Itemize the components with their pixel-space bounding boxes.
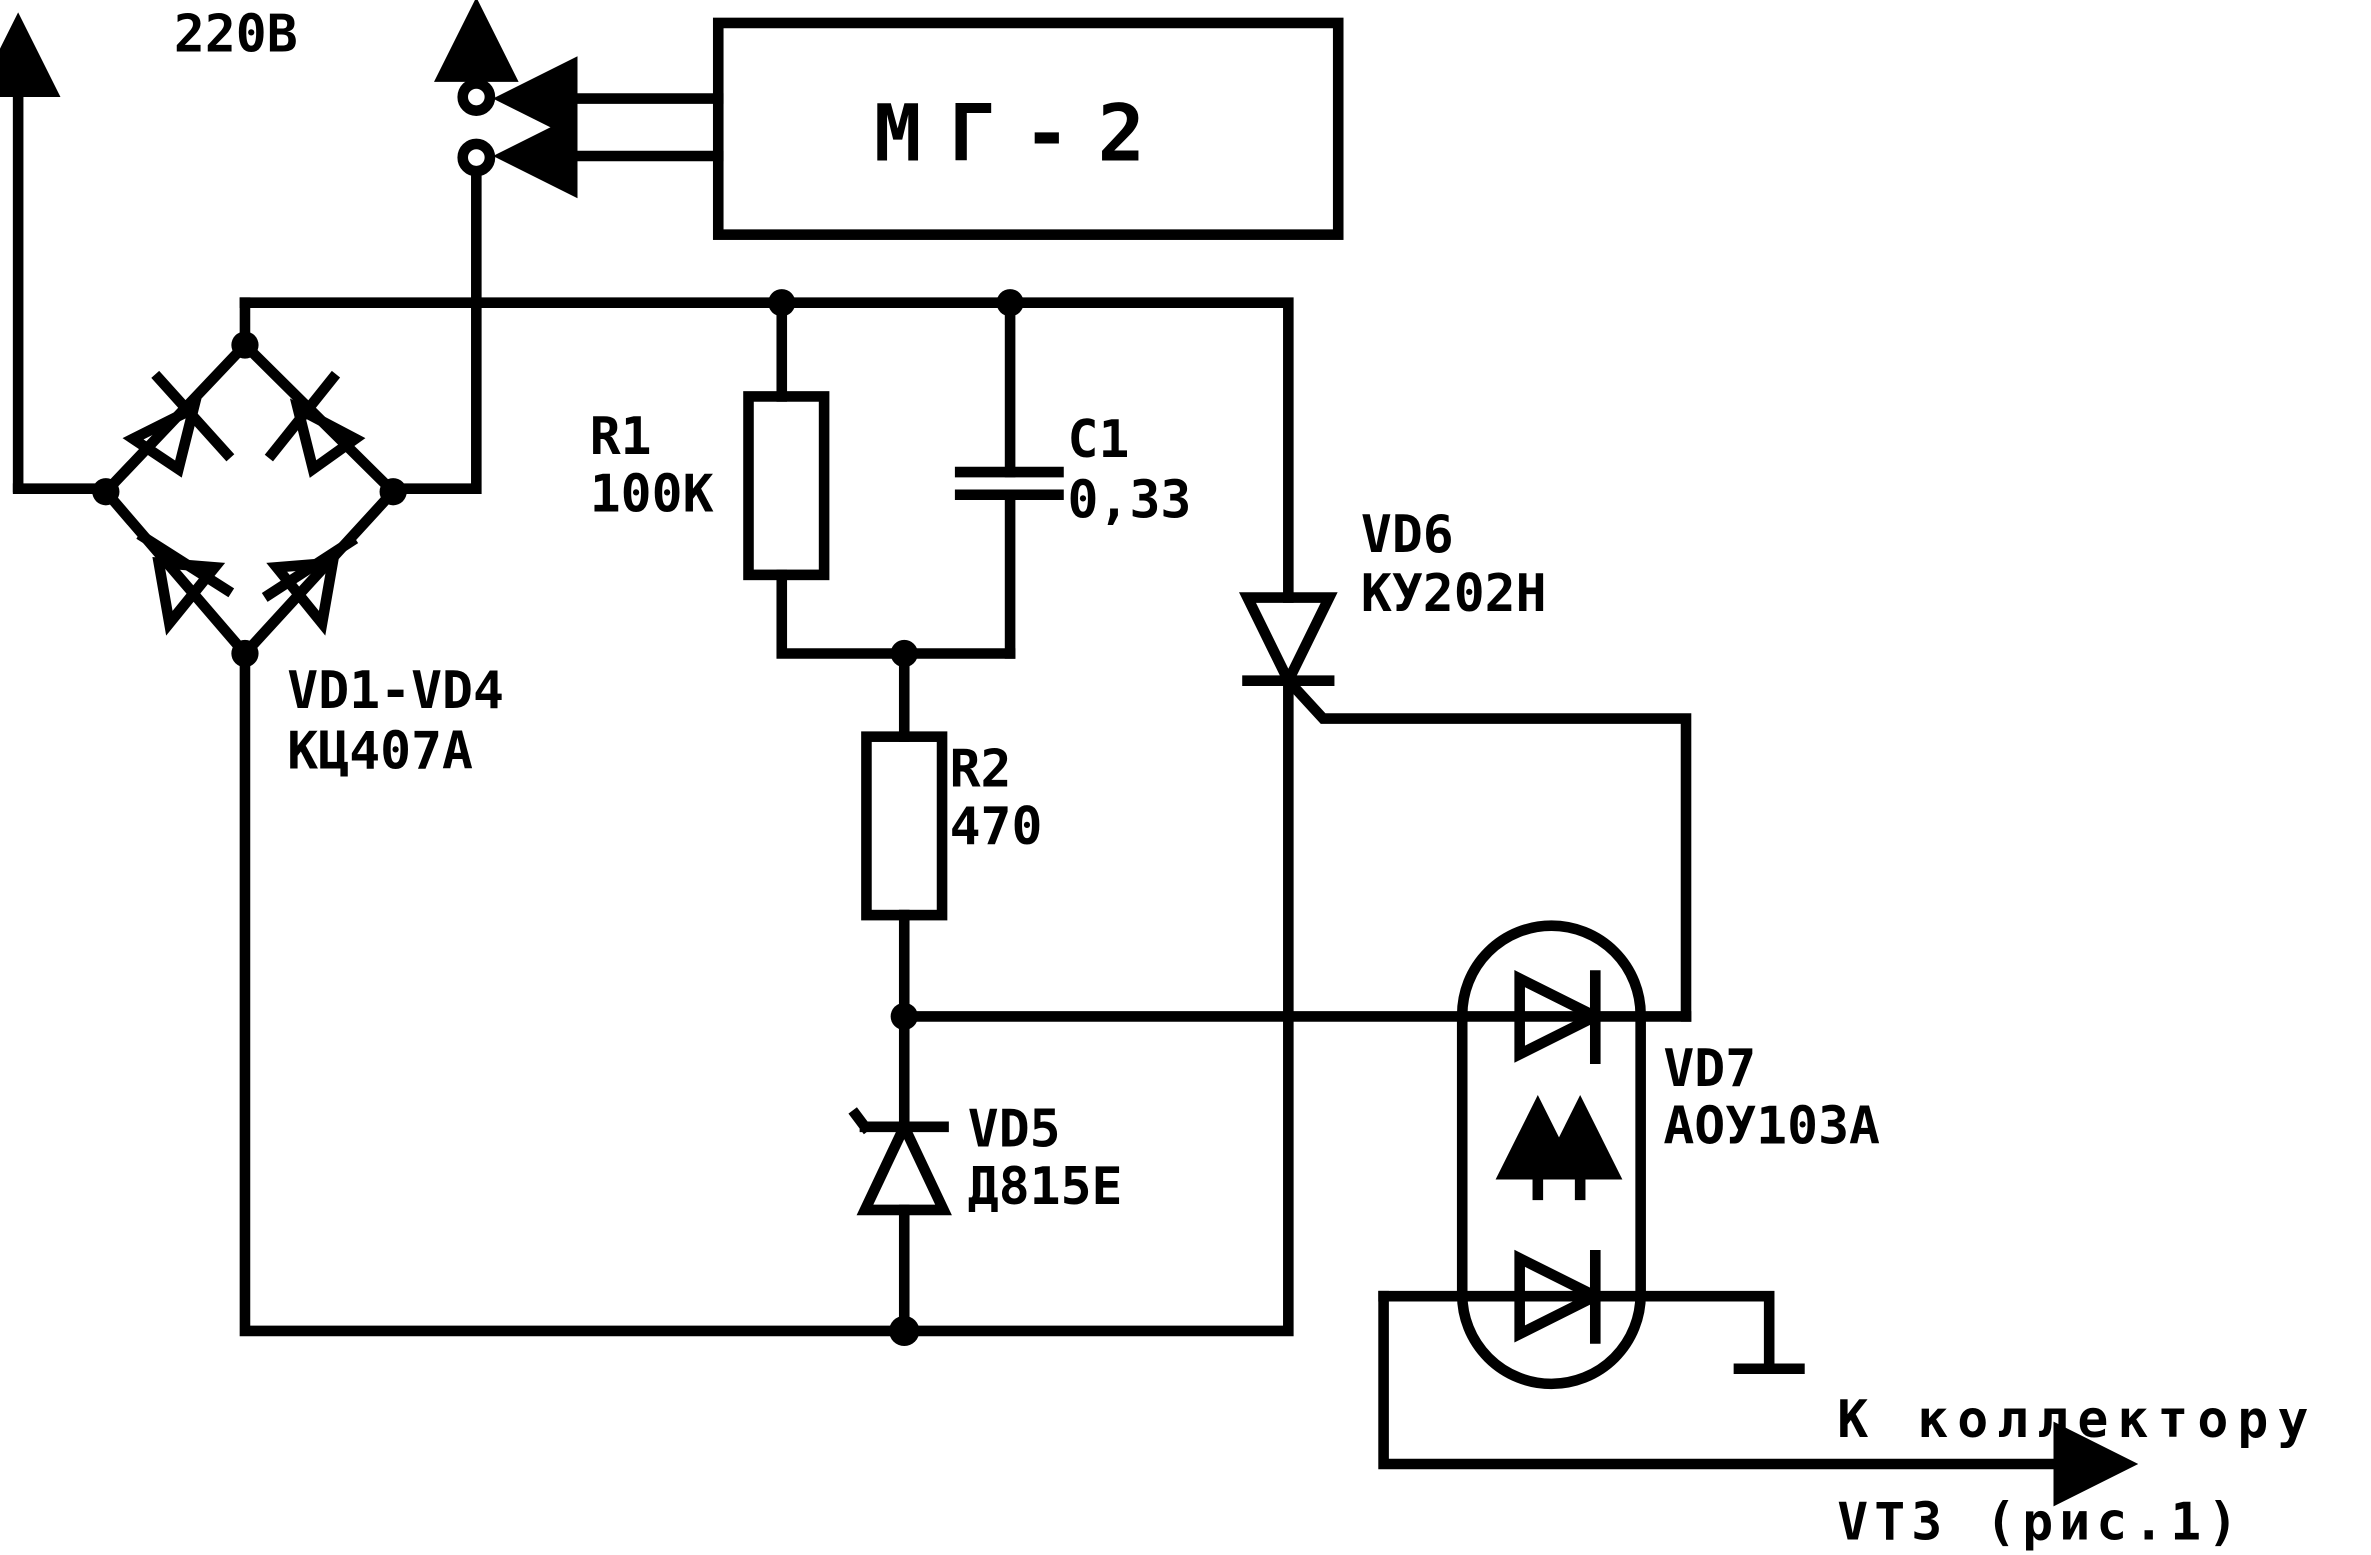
vd6-value: КУ202Н: [1361, 564, 1547, 624]
r1-ref: R1: [590, 407, 652, 467]
vd7-value: АОУ103А: [1663, 1096, 1880, 1156]
capacitor-c1: [954, 297, 1064, 659]
r2-ref: R2: [950, 740, 1012, 800]
c1-value: 0,33: [1068, 470, 1192, 530]
vd5-value: Д815Е: [968, 1157, 1123, 1217]
bridge-ref: VD1-VD4: [287, 661, 504, 721]
r2-value: 470: [950, 797, 1043, 857]
vd5-ref: VD5: [968, 1099, 1061, 1159]
bridge-value: КЦ407А: [287, 721, 473, 781]
vd7-ref: VD7: [1663, 1039, 1756, 1099]
supply-wires: [0, 0, 519, 494]
diode-icon: [261, 534, 359, 636]
c1-ref: C1: [1068, 410, 1130, 470]
bottom-rail: [239, 648, 1294, 1337]
output-label-line1: К коллектору: [1837, 1390, 2317, 1450]
thyristor-vd6: [1239, 592, 1692, 1022]
zener-vd5: [848, 1011, 952, 1337]
resistor-r2: [861, 648, 948, 1022]
module-label: МГ-2: [874, 88, 1172, 180]
output-label-line2: VT3 (рис.1): [1837, 1493, 2244, 1553]
optocoupler-vd7: [898, 920, 2139, 1507]
vd6-ref: VD6: [1361, 505, 1454, 565]
module-mg2: МГ-2: [492, 17, 1344, 240]
diode-icon: [122, 370, 235, 478]
diode-icon: [264, 370, 366, 478]
terminal-icon: [457, 138, 496, 177]
diode-bridge: [92, 297, 407, 668]
resistor-r1: [743, 297, 1016, 659]
top-rail: [239, 297, 1294, 603]
diode-icon: [136, 529, 235, 636]
terminal-icon: [457, 78, 496, 116]
r1-value: 100К: [590, 464, 714, 524]
supply-label: 220В: [174, 5, 298, 65]
